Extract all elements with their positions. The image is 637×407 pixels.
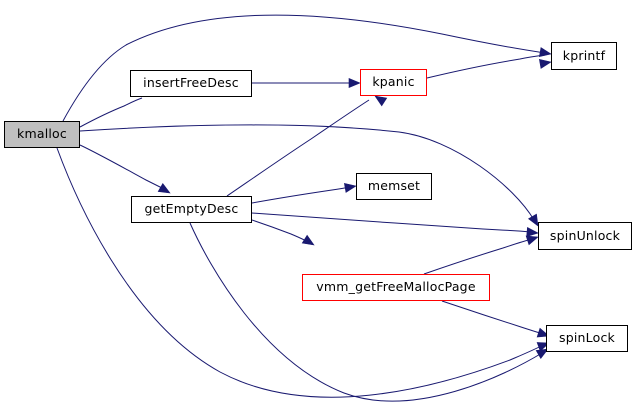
graph-node-label-spinLock: spinLock bbox=[559, 330, 615, 346]
graph-node-getEmptyDesc[interactable]: getEmptyDesc bbox=[131, 196, 252, 223]
graph-node-spinUnlock[interactable]: spinUnlock bbox=[538, 222, 632, 250]
graph-arrowhead-vmm_getFreeMallocPage bbox=[301, 234, 315, 246]
graph-node-label-memset: memset bbox=[367, 178, 421, 194]
graph-arrowhead-kprintf bbox=[538, 58, 552, 69]
graph-node-kmalloc[interactable]: kmalloc bbox=[4, 121, 80, 148]
graph-edge-kpanic-to-kprintf bbox=[426, 54, 546, 79]
graph-edge-kmalloc-to-spinLock bbox=[56, 147, 544, 398]
graph-edge-kmalloc-to-spinUnlock bbox=[79, 124, 535, 221]
graph-edge-getEmptyDesc-to-kpanic bbox=[226, 99, 370, 197]
graph-arrowhead-spinUnlock bbox=[527, 213, 539, 227]
graph-edge-getEmptyDesc-to-memset bbox=[251, 186, 351, 204]
graph-edge-getEmptyDesc-to-spinLock bbox=[189, 222, 543, 402]
graph-edge-kmalloc-to-kprintf bbox=[62, 14, 546, 122]
graph-node-kprintf[interactable]: kprintf bbox=[551, 42, 617, 70]
graph-arrowhead-kprintf bbox=[538, 47, 552, 58]
graph-edge-vmm_getFreeMallocPage-to-spinLock bbox=[441, 300, 544, 335]
graph-edge-kmalloc-to-getEmptyDesc bbox=[79, 144, 165, 190]
graph-node-label-insertFreeDesc: insertFreeDesc bbox=[143, 75, 239, 91]
graph-node-label-kpanic: kpanic bbox=[372, 74, 415, 90]
graph-node-label-vmm_getFreeMallocPage: vmm_getFreeMallocPage bbox=[316, 279, 476, 295]
graph-arrowhead-spinUnlock bbox=[525, 235, 539, 246]
graph-node-label-spinUnlock: spinUnlock bbox=[549, 227, 621, 243]
graph-arrowhead-spinLock bbox=[535, 348, 549, 360]
graph-node-spinLock[interactable]: spinLock bbox=[546, 325, 628, 352]
graph-node-memset[interactable]: memset bbox=[356, 173, 432, 200]
graph-edge-getEmptyDesc-to-spinUnlock bbox=[251, 212, 533, 233]
graph-node-vmm_getFreeMallocPage[interactable]: vmm_getFreeMallocPage bbox=[302, 274, 490, 301]
graph-node-kpanic[interactable]: kpanic bbox=[360, 69, 427, 96]
graph-edge-kmalloc-to-insertFreeDesc bbox=[79, 97, 143, 128]
graph-node-insertFreeDesc[interactable]: insertFreeDesc bbox=[130, 70, 252, 97]
graph-node-label-kmalloc: kmalloc bbox=[17, 126, 67, 142]
graph-edge-getEmptyDesc-to-vmm_getFreeMallocPage bbox=[251, 219, 309, 243]
graph-arrowhead-getEmptyDesc bbox=[157, 182, 171, 194]
graph-arrowhead-kpanic bbox=[348, 77, 361, 89]
graph-edge-vmm_getFreeMallocPage-to-spinUnlock bbox=[423, 238, 533, 275]
graph-node-label-kprintf: kprintf bbox=[562, 47, 606, 63]
graph-node-label-getEmptyDesc: getEmptyDesc bbox=[144, 201, 239, 217]
graph-arrowhead-spinUnlock bbox=[526, 226, 539, 238]
graph-arrowhead-kpanic bbox=[374, 95, 388, 107]
graph-arrowhead-memset bbox=[343, 182, 357, 193]
